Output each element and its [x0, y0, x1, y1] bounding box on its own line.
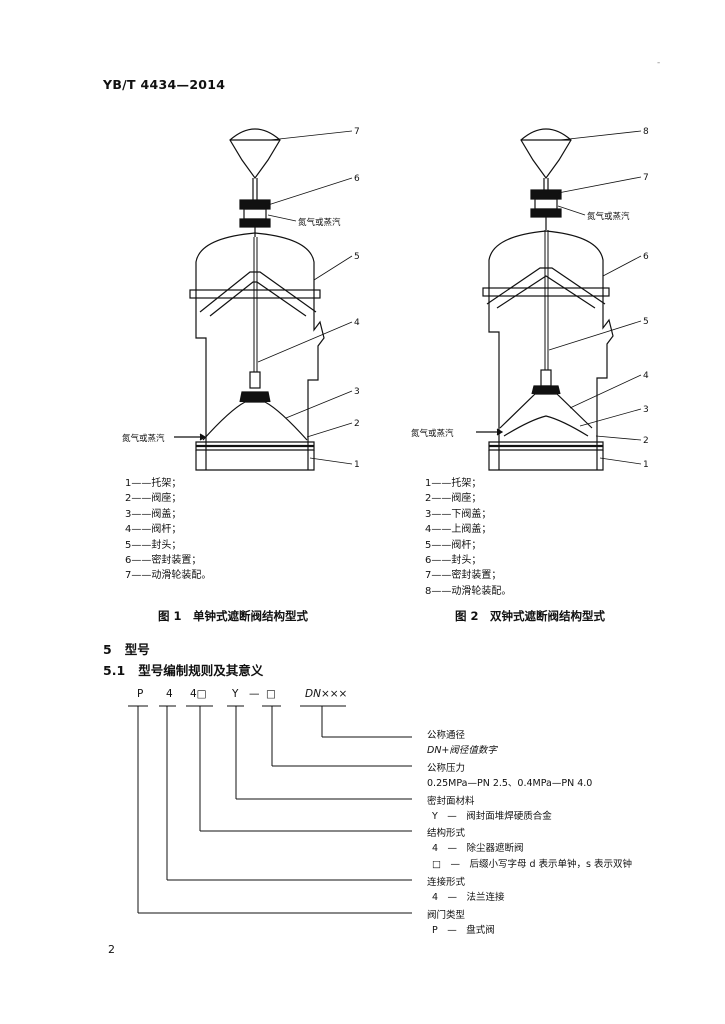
model-item-title: 结构形式 — [427, 828, 466, 839]
fig1-pulley — [229, 128, 281, 180]
legend-item: 1——托架； — [125, 478, 182, 489]
legend-item: 4——阀杆； — [125, 524, 182, 536]
code-part-connection: 4 — [166, 688, 173, 700]
section-number: 5 — [103, 642, 112, 657]
legend-item: 3——阀盖； — [125, 508, 182, 520]
legend-item: 6——封头； — [425, 555, 482, 567]
model-item-desc: P — 盘式阀 — [432, 925, 495, 936]
figure1-caption: 图 1 单钟式遮断阀结构型式 — [158, 609, 309, 623]
model-item-desc: 0.25MPa—PN 2.5、0.4MPa—PN 4.0 — [427, 778, 593, 789]
figure2-drawing: 8 7 6 5 4 3 2 1 氮气或蒸汽 氮气或蒸汽 — [411, 127, 649, 471]
legend-item: 7——密封装置； — [425, 570, 502, 582]
fig2-callout-8: 8 — [643, 127, 649, 137]
fig1-bracket — [195, 450, 315, 471]
fig1-gas-label-top: 氮气或蒸汽 — [298, 217, 341, 228]
fig2-callout-2: 2 — [643, 436, 649, 446]
legend-item: 1——托架； — [425, 478, 482, 489]
fig1-callout-4: 4 — [354, 318, 360, 328]
fig1-callout-2: 2 — [354, 419, 360, 429]
legend-item: 7——动滑轮装配。 — [125, 570, 212, 582]
fig2-gas-label-top: 氮气或蒸汽 — [587, 211, 630, 222]
legend-item: 5——封头； — [125, 539, 182, 551]
code-part-dash: — — [249, 688, 260, 700]
standard-number: YB/T 4434—2014 — [103, 77, 226, 92]
figure1-legend: 1——托架； 2——阀座； 3——阀盖； 4——阀杆； 5——封头； 6——密封… — [125, 476, 211, 584]
fig2-lower-cover — [503, 415, 589, 437]
fig2-callout-6: 6 — [643, 252, 649, 262]
section-title: 型号编制规则及其意义 — [138, 663, 264, 678]
legend-item: 2——阀座； — [425, 493, 482, 505]
section-5-heading: 5 型号 — [103, 639, 150, 658]
legend-item: 5——阀杆； — [425, 539, 482, 551]
section-5-1-heading: 5.1 型号编制规则及其意义 — [103, 660, 263, 679]
fig2-callout-7: 7 — [643, 173, 649, 183]
model-item-desc-2: □ — 后缀小写字母 d 表示单钟，s 表示双钟 — [432, 859, 633, 870]
code-part-structure: 4□ — [190, 688, 207, 700]
model-item-title: 阀门类型 — [427, 910, 466, 921]
code-part-pressure: □ — [266, 688, 276, 700]
legend-item: 8——动滑轮装配。 — [425, 585, 512, 597]
figure1-drawing: 7 6 5 4 3 2 1 氮气或蒸汽 氮气或蒸汽 — [122, 127, 360, 471]
fig2-callout-3: 3 — [643, 405, 649, 415]
page-corner-mark: - — [657, 58, 661, 68]
fig2-callout-1: 1 — [643, 460, 649, 470]
fig1-callout-5: 5 — [354, 252, 360, 262]
model-item-desc: 4 — 除尘器遮断阀 — [432, 843, 524, 854]
code-part-dn: DN××× — [305, 688, 348, 700]
model-item-desc: DN+阀径值数字 — [427, 745, 497, 756]
fig1-callout-6: 6 — [354, 174, 360, 184]
section-title: 型号 — [124, 642, 150, 657]
model-item-desc: Y — 阀封面堆焊硬质合金 — [432, 811, 552, 822]
fig2-callout-4: 4 — [643, 371, 649, 381]
fig1-callout-3: 3 — [354, 387, 360, 397]
fig1-gas-label-side: 氮气或蒸汽 — [122, 433, 165, 444]
fig1-callout-1: 1 — [354, 460, 360, 470]
fig1-upper-bell — [199, 271, 317, 313]
fig2-dome — [488, 230, 604, 294]
code-part-seal: Y — [232, 688, 239, 700]
fig2-pulley — [520, 128, 572, 180]
fig2-callout-5: 5 — [643, 317, 649, 327]
model-item-desc: 4 — 法兰连接 — [432, 892, 505, 903]
fig1-dome — [195, 232, 315, 296]
fig2-bracket — [488, 450, 604, 471]
legend-item: 2——阀座； — [125, 493, 182, 505]
code-part-valve-type: P — [137, 688, 144, 700]
fig2-gas-label-side: 氮气或蒸汽 — [411, 428, 454, 439]
legend-item: 6——密封装置； — [125, 555, 202, 567]
model-item-title: 密封面材料 — [427, 796, 475, 807]
figure2-legend: 1——托架； 2——阀座； 3——下阀盖； 4——上阀盖； 5——阀杆； 6——… — [425, 476, 511, 599]
model-item-title: 连接形式 — [427, 877, 466, 888]
figure2-caption: 图 2 双钟式遮断阀结构型式 — [455, 609, 606, 623]
section-number: 5.1 — [103, 663, 126, 678]
page-number: 2 — [108, 943, 115, 956]
fig2-upper-bell — [486, 267, 606, 305]
legend-item: 3——下阀盖； — [425, 508, 492, 520]
legend-item: 4——上阀盖； — [425, 524, 492, 536]
model-item-title: 公称压力 — [427, 763, 466, 774]
model-item-title: 公称通径 — [427, 730, 466, 741]
fig1-callout-7: 7 — [354, 127, 360, 137]
